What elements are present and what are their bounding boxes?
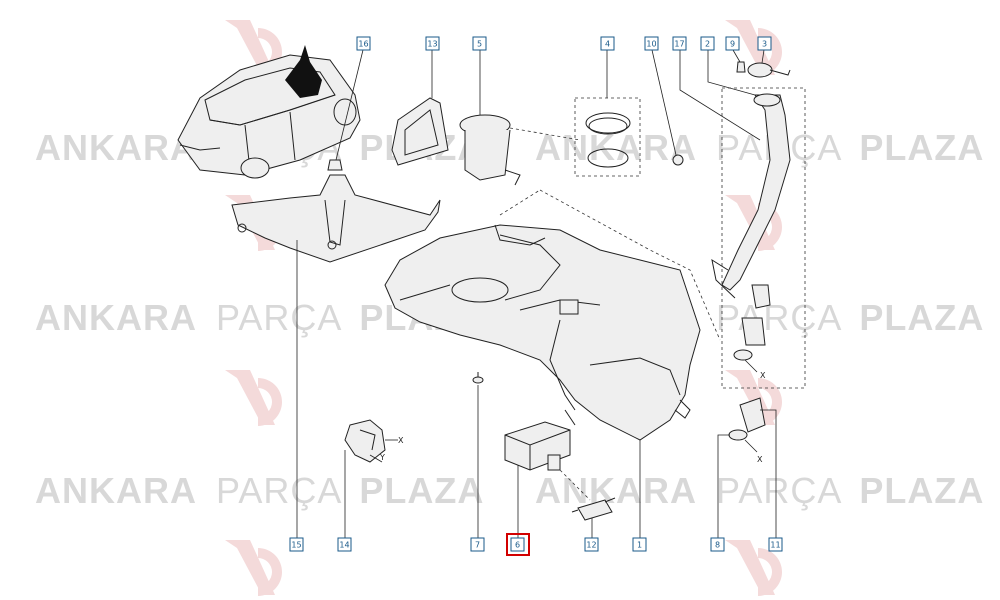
part-5-fuel-pump [459, 50, 581, 186]
svg-text:11: 11 [770, 541, 780, 550]
callout-17[interactable]: 17 [672, 36, 687, 51]
car-fuel-system-highlight [285, 45, 322, 98]
car-illustration [177, 45, 361, 179]
callout-6-highlight [506, 533, 530, 556]
svg-text:14: 14 [339, 541, 349, 550]
svg-text:8: 8 [715, 541, 720, 550]
callout-13[interactable]: 13 [425, 36, 440, 51]
part-16-nut [327, 49, 364, 171]
callout-15[interactable]: 15 [289, 537, 304, 552]
tank-pump-opening [451, 277, 509, 303]
callout-11[interactable]: 11 [768, 537, 783, 552]
svg-text:10: 10 [646, 40, 656, 49]
part-2-filler-neck [679, 50, 806, 389]
part-3-cap [747, 49, 791, 78]
axis-label-y: Y [379, 453, 385, 462]
watermark-logo [725, 195, 782, 251]
svg-text:12: 12 [586, 541, 596, 550]
part-15-heat-shield [231, 174, 441, 538]
svg-text:13: 13 [427, 40, 437, 49]
part-1-fuel-tank [384, 189, 721, 538]
callout-2[interactable]: 2 [700, 36, 715, 51]
watermark-logo [725, 540, 782, 596]
svg-text:15: 15 [291, 541, 301, 550]
car-wheel [240, 157, 270, 179]
svg-text:2: 2 [705, 40, 710, 49]
callout-9[interactable]: 9 [725, 36, 740, 51]
svg-text:5: 5 [477, 40, 482, 49]
callout-7[interactable]: 7 [470, 537, 485, 552]
car-wheel [333, 98, 357, 126]
watermark-logo [225, 370, 282, 426]
part-12-filter [559, 469, 616, 538]
callout-4[interactable]: 4 [600, 36, 615, 51]
watermark-text: ANKARA PARÇA PLAZA [35, 470, 484, 511]
svg-text:6: 6 [515, 541, 520, 550]
part-7-washer [472, 372, 484, 538]
svg-text:4: 4 [605, 40, 610, 49]
callout-3[interactable]: 3 [757, 36, 772, 51]
part-8-clamp: X [717, 434, 763, 538]
callout-8[interactable]: 8 [710, 537, 725, 552]
part-10-nut [651, 49, 684, 166]
svg-text:3: 3 [762, 40, 767, 49]
part-6-canister [504, 409, 576, 538]
axis-label-x: X [757, 455, 763, 464]
svg-text:1: 1 [637, 541, 642, 550]
part-13-bracket [391, 50, 449, 166]
axis-label-x: X [760, 371, 766, 380]
watermark-text: ANKARA PARÇA PLAZA [35, 297, 484, 338]
svg-text:9: 9 [730, 40, 735, 49]
callout-10[interactable]: 10 [644, 36, 659, 51]
part-4-ring-seal [574, 50, 641, 177]
watermark-logo [225, 540, 282, 596]
callout-14[interactable]: 14 [337, 537, 352, 552]
callout-16[interactable]: 16 [356, 36, 371, 51]
part-9-clip [732, 49, 746, 73]
callout-5[interactable]: 5 [472, 36, 487, 51]
svg-text:16: 16 [358, 40, 368, 49]
svg-text:7: 7 [475, 541, 480, 550]
watermark-text: ANKARA PARÇA PLAZA [535, 470, 984, 511]
callout-6[interactable]: 6 [506, 533, 530, 556]
callout-1[interactable]: 1 [632, 537, 647, 552]
part-11-hose [728, 397, 777, 538]
axis-label-x: X [398, 436, 404, 445]
callout-12[interactable]: 12 [584, 537, 599, 552]
part-14-sensor: X Y [344, 419, 404, 538]
svg-text:17: 17 [674, 40, 684, 49]
